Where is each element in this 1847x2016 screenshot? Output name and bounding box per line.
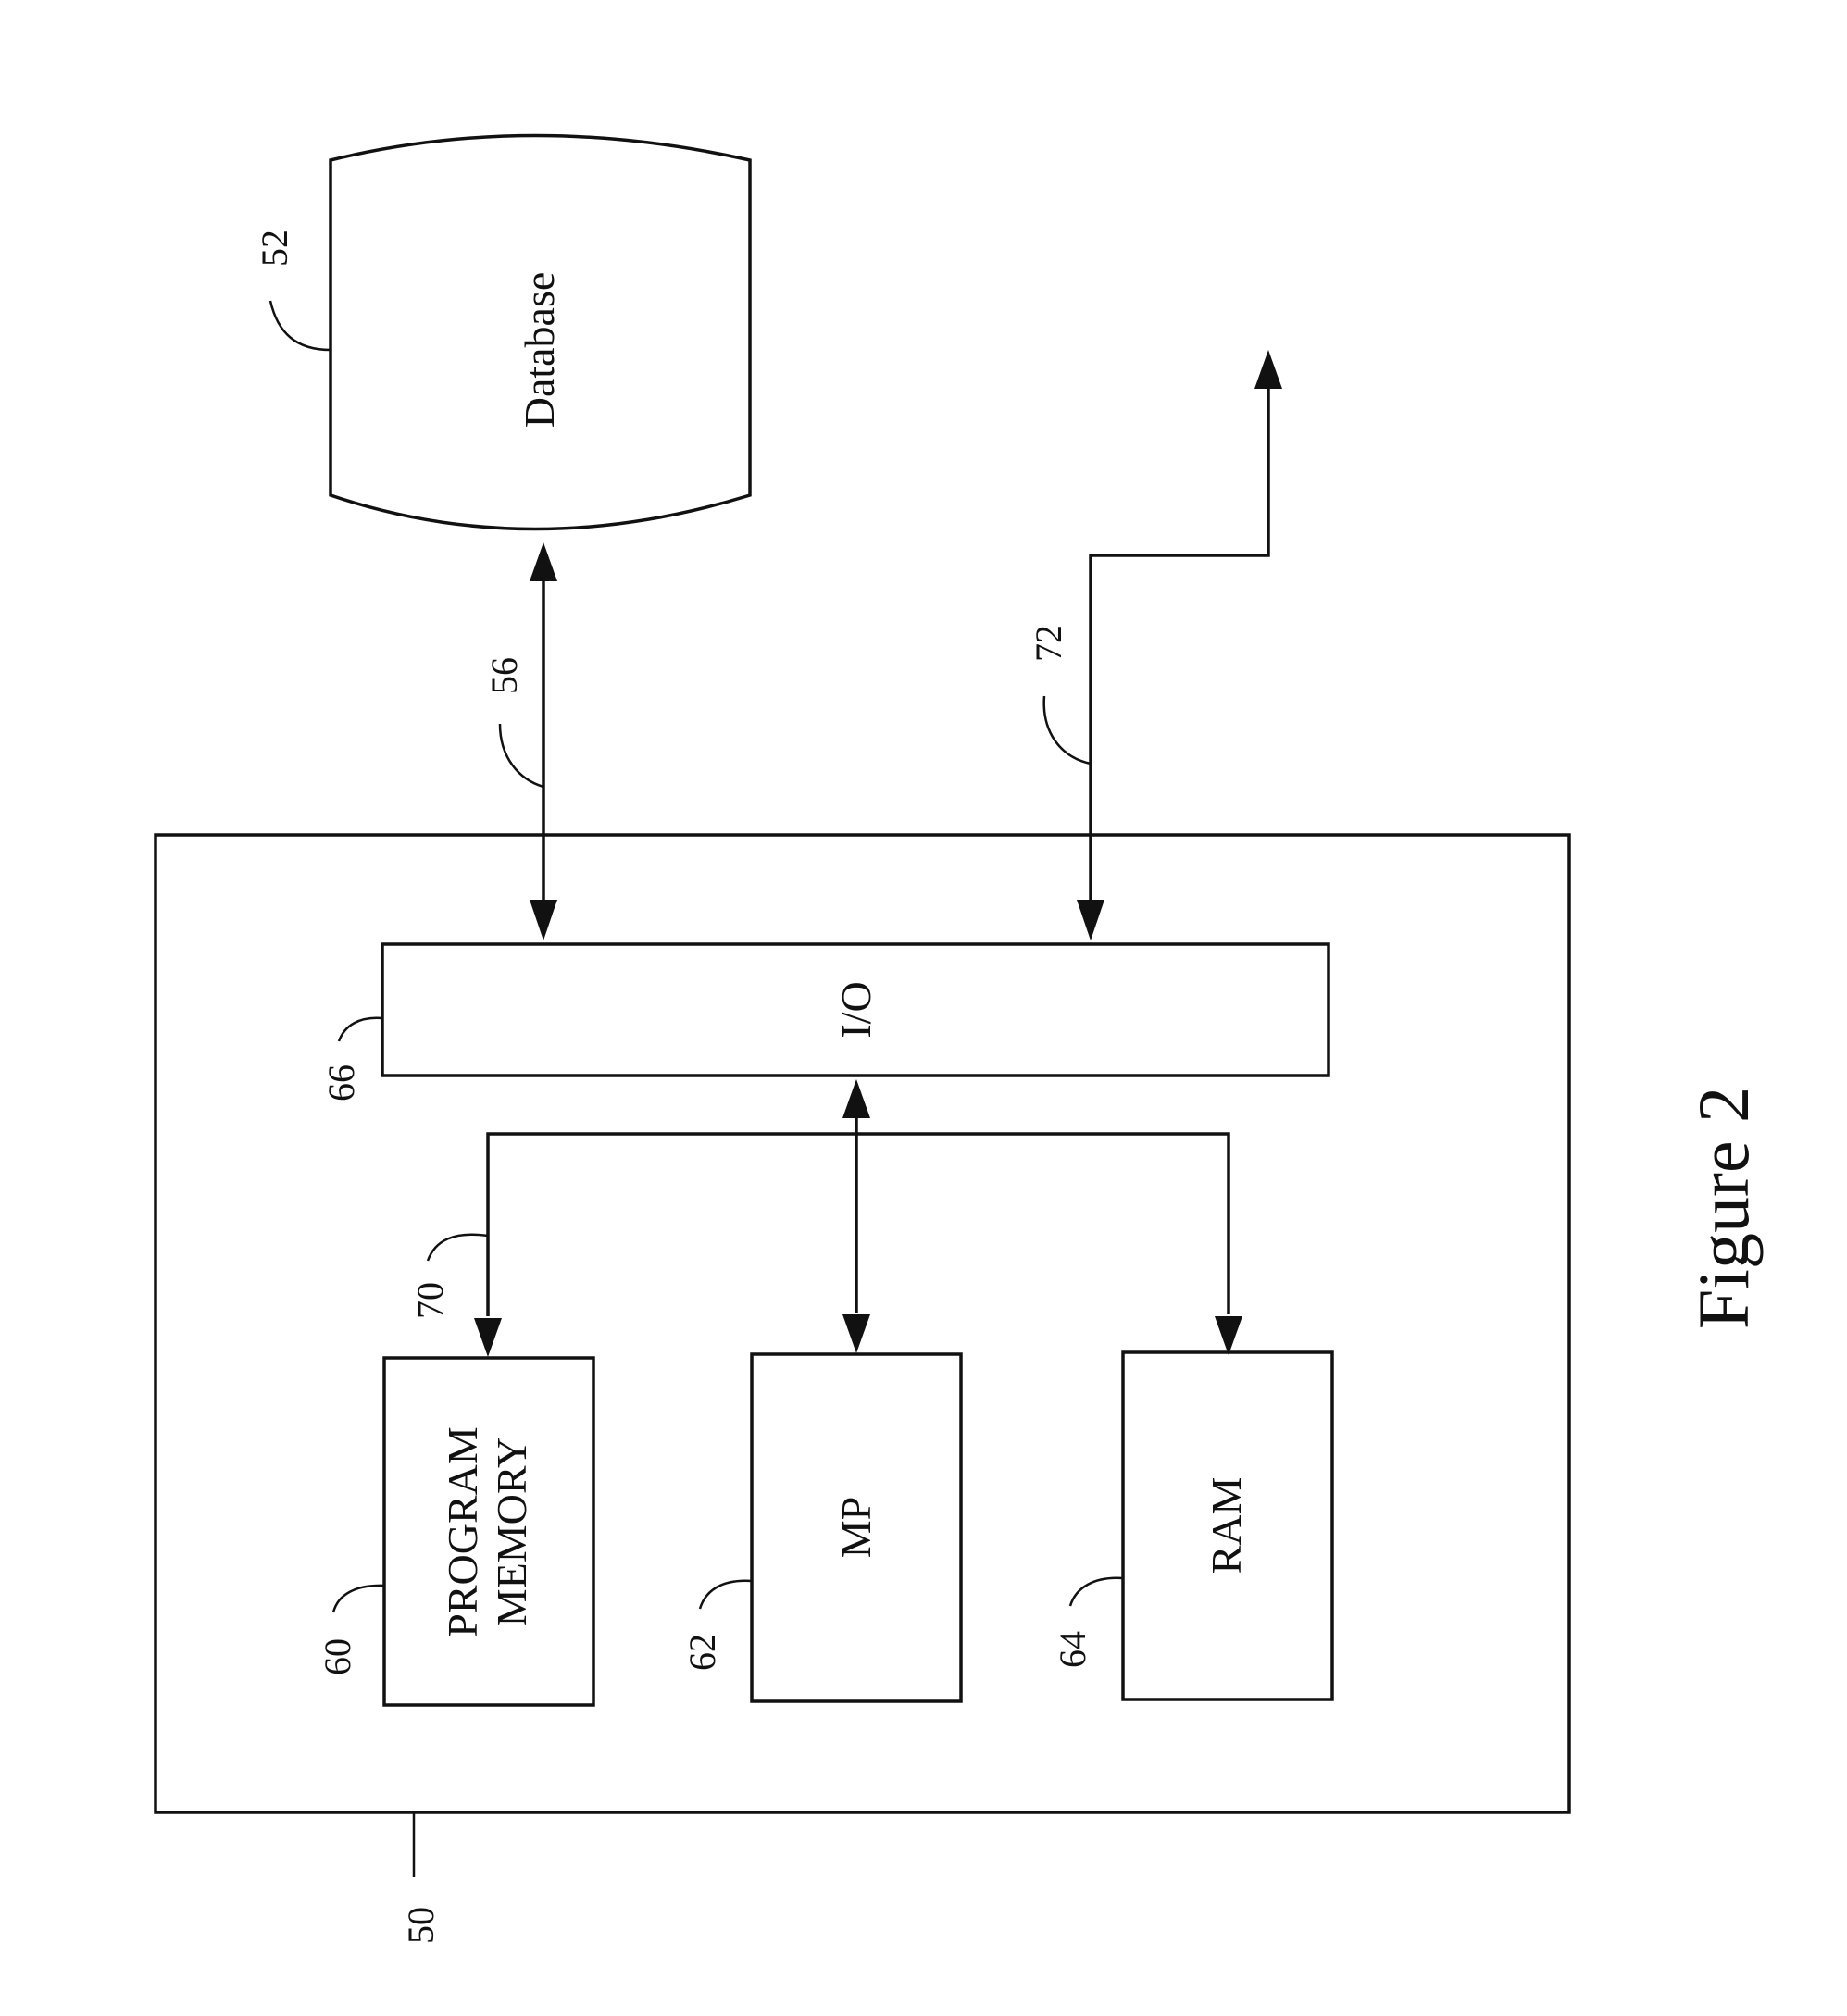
program-memory-label-line1: PROGRAM	[439, 1426, 486, 1637]
database-ref-label: 52	[254, 230, 295, 267]
program-memory-ref-leader	[333, 1586, 384, 1612]
computer-ref-label: 50	[400, 1907, 442, 1944]
database-link-arrowhead-up	[530, 542, 557, 581]
program-memory-label-line2: MEMORY	[488, 1437, 535, 1626]
network-link-arrowhead-up	[1254, 350, 1282, 389]
io-label: I/O	[832, 981, 880, 1038]
mp-ref-label: 62	[681, 1634, 723, 1671]
mp-ref-leader	[700, 1581, 752, 1609]
io-ref-leader	[339, 1018, 382, 1041]
mp-arrowhead-down	[842, 1314, 870, 1353]
ram-arrowhead-down	[1215, 1316, 1242, 1355]
database-link-ref-leader	[500, 724, 543, 787]
database-ref-leader	[270, 301, 331, 350]
ram-label: RAM	[1203, 1477, 1250, 1574]
database-link-ref-label: 56	[483, 657, 525, 694]
internal-bus-ref-leader	[428, 1235, 488, 1261]
internal-bus-line	[488, 1134, 1229, 1316]
program-memory-arrowhead-down	[474, 1318, 502, 1357]
network-link-ref-leader	[1044, 696, 1091, 764]
database-link-arrowhead-down	[530, 900, 557, 940]
ram-ref-label: 64	[1052, 1631, 1093, 1668]
database-label: Database	[516, 272, 563, 429]
network-link-line	[1091, 389, 1268, 900]
io-ref-label: 66	[320, 1064, 362, 1101]
ram-ref-leader	[1070, 1578, 1123, 1606]
internal-bus-ref-label: 70	[409, 1282, 451, 1319]
program-memory-ref-label: 60	[317, 1638, 358, 1675]
network-link-ref-label: 72	[1028, 625, 1069, 662]
figure-caption: Figure 2	[1683, 1087, 1764, 1329]
network-link-arrowhead-down	[1077, 900, 1104, 940]
mp-label: MP	[832, 1497, 880, 1558]
io-arrowhead-up	[842, 1079, 870, 1118]
